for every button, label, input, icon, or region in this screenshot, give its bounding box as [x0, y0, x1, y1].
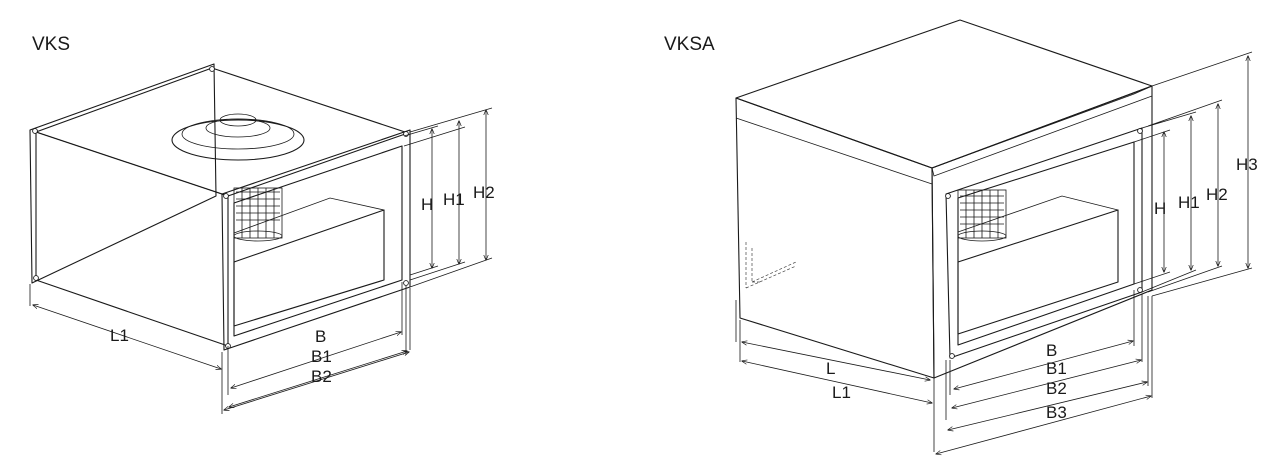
- vks-back-flange: [29, 63, 217, 284]
- vks-front-frame: [221, 129, 411, 351]
- bolt-icon: [33, 275, 39, 281]
- vksa-dim-b: B: [1046, 341, 1057, 360]
- vks-motor-dome: [171, 113, 305, 161]
- vksa-front-panel: [931, 85, 1153, 379]
- bolt-icon: [403, 280, 409, 286]
- vks-dim-b2: B2: [311, 367, 332, 386]
- vks-dim-b1: B1: [311, 347, 332, 366]
- vksa-dim-h3: H3: [1236, 155, 1258, 174]
- vks-dim-l1-line: [33, 305, 221, 369]
- bolt-icon: [32, 128, 38, 134]
- vks-dim-b: B: [315, 327, 326, 346]
- bolt-icon: [223, 193, 229, 199]
- vksa-dim-b-line: [954, 341, 1133, 389]
- vksa-dim-b2: B2: [1046, 379, 1067, 398]
- bolt-icon: [945, 193, 951, 199]
- vksa-front-frame: [945, 127, 1143, 359]
- vksa-title: VKSA: [664, 34, 715, 55]
- vksa-inner-block: [957, 209, 1119, 335]
- vks-dim-h1: H1: [443, 190, 465, 209]
- vksa-dim-h2: H2: [1206, 185, 1228, 204]
- bolt-icon: [1137, 287, 1143, 293]
- vks-drawing: H H1 H2 L1 B B1 B2: [29, 63, 495, 414]
- vks-side-face: [35, 131, 229, 347]
- bolt-icon: [209, 66, 215, 72]
- vks-dim-b2-line: [224, 352, 409, 410]
- vks-dim-h: H: [421, 195, 433, 214]
- vksa-dim-l: L: [826, 359, 835, 378]
- vksa-dim-h1: H1: [1178, 193, 1200, 212]
- vksa-dim-b3-line: [936, 396, 1151, 454]
- bolt-icon: [949, 353, 955, 359]
- vks-title: VKS: [32, 34, 71, 55]
- vksa-dim-b1: B1: [1046, 359, 1067, 378]
- vksa-dim-l1: L1: [832, 383, 851, 402]
- bolt-icon: [1137, 128, 1143, 134]
- vksa-dim-b3: B3: [1046, 403, 1067, 422]
- vksa-drawing: H H1 H2 H3 L L1 B B1 B2 B3: [735, 19, 1258, 454]
- vksa-dim-h: H: [1154, 199, 1166, 218]
- vks-inner-block: [233, 209, 385, 327]
- vks-impeller: [233, 187, 283, 242]
- vksa-hidden-lines: [745, 242, 797, 289]
- vksa-impeller: [957, 189, 1007, 242]
- vksa-dim-l1-line: [742, 361, 932, 403]
- vksa-side-face: [735, 97, 935, 379]
- vks-top-face: [35, 67, 409, 197]
- vks-dim-l1: L1: [110, 326, 129, 345]
- vks-dim-h2: H2: [473, 183, 495, 202]
- vksa-opening: [957, 141, 1135, 346]
